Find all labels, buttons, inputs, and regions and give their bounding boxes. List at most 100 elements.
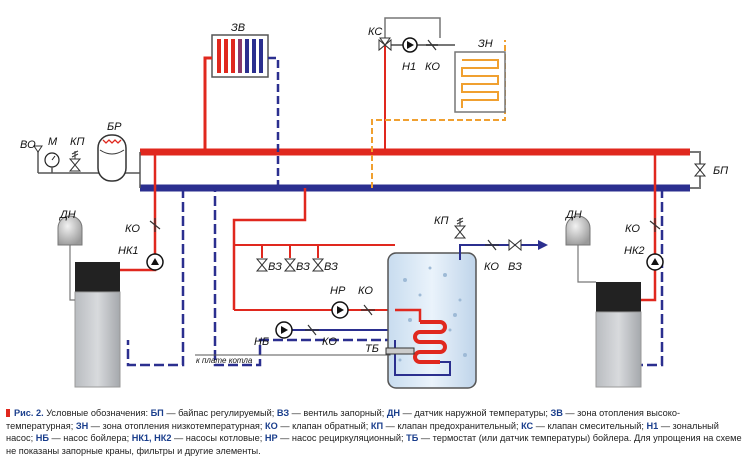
air-vent-icon — [33, 145, 43, 173]
legend-abbr: ЗВ — [550, 408, 563, 418]
tank-coil-in — [395, 308, 422, 322]
tank-coil-out — [394, 340, 451, 376]
label-dn-right: ДН — [564, 209, 582, 221]
radiator-icon — [211, 34, 269, 78]
legend-abbr: БП — [150, 408, 164, 418]
legend-abbr: КО — [265, 420, 278, 431]
legend-abbr: Н1 — [646, 420, 659, 431]
outdoor-sensor-left-icon — [57, 215, 83, 301]
outdoor-sensor-right-icon — [565, 215, 596, 283]
label-kp-right: КП — [434, 215, 448, 227]
label-ko-left: КО — [125, 223, 140, 235]
dhw-coil-return — [213, 188, 395, 367]
legend-text: — байпас регулируемый; — [163, 408, 277, 418]
label-bp: БП — [713, 165, 728, 177]
label-n1: Н1 — [402, 61, 416, 73]
caption-marker — [6, 409, 10, 417]
legend-text: — зона отопления высоко­температурная; — [6, 408, 680, 431]
shutoff-valve-inlet-icon — [508, 238, 522, 252]
label-dn-left: ДН — [58, 209, 76, 221]
label-nk2: НК2 — [624, 245, 645, 257]
label-vz-2: ВЗ — [296, 261, 310, 273]
right-boiler-icon — [595, 282, 642, 388]
safety-valve-tank-icon — [453, 217, 467, 239]
legend-abbr: ВЗ — [276, 408, 290, 418]
mixing-valve-icon — [378, 37, 392, 52]
shutoff-valve-1-icon — [255, 245, 269, 272]
label-ko-right: КО — [625, 223, 640, 235]
label-br: БР — [107, 121, 122, 133]
legend-abbr: ТБ — [406, 433, 419, 444]
check-valve-icon — [149, 218, 161, 232]
legend-abbr: КС — [521, 420, 534, 431]
right-boiler-supply — [640, 152, 657, 302]
legend-text: — зона отопления низкотемпературная; — [88, 420, 266, 431]
label-nb: НБ — [254, 336, 269, 348]
legend-text: — зональный насос; — [6, 420, 719, 444]
legend-text: — насос бойлера; — [48, 433, 132, 444]
label-tb: ТБ — [365, 343, 379, 355]
label-ko-nr: КО — [358, 285, 373, 297]
check-valve-icon — [426, 39, 438, 51]
legend-text: — термостат (или датчик температуры) бой… — [418, 433, 634, 444]
thermostat-icon — [385, 347, 415, 355]
label-ks: КС — [368, 26, 382, 38]
label-ko-inlet: КО — [484, 261, 499, 273]
bypass-pipe — [690, 151, 701, 189]
dhw-tank-icon — [387, 252, 477, 389]
check-valve-icon — [305, 324, 319, 336]
caption-figure-number: Рис. 2. — [14, 408, 44, 418]
label-vo: ВО — [20, 139, 36, 151]
legend-abbr: ЗН — [75, 420, 89, 431]
legend-text: — вентиль запорный; — [289, 408, 387, 418]
label-vz-3: ВЗ — [324, 261, 338, 273]
legend-abbr: ДН — [386, 408, 401, 418]
boiler-pump-2-icon — [646, 253, 664, 271]
label-nr: НР — [330, 285, 346, 297]
label-nk1: НК1 — [118, 245, 139, 257]
label-boiler-board: к плате котла — [196, 356, 253, 365]
label-m: М — [48, 136, 58, 148]
boiler-pump-dhw-icon — [275, 321, 293, 339]
expansion-tank-icon — [97, 134, 127, 182]
boiler-board-line — [195, 352, 391, 356]
label-vz-inlet: ВЗ — [508, 261, 522, 273]
label-kp-left: КП — [70, 136, 84, 148]
caption-note: Для упрощения на схеме не показаны запор… — [6, 433, 742, 456]
cold-water-arrow-icon — [538, 240, 548, 250]
legend-abbr: НК1, НК2 — [131, 433, 172, 444]
legend-text: — насосы котловые; — [171, 433, 265, 444]
legend-text: — клапан предохранительный; — [383, 420, 522, 431]
legend-abbr: КП — [370, 420, 384, 431]
check-valve-icon — [485, 239, 499, 251]
bypass-valve-icon — [693, 163, 707, 177]
left-boiler-icon — [74, 262, 121, 388]
figure-caption: Рис. 2. Условные обозначения: БП — байпа… — [6, 407, 742, 457]
check-valve-icon — [361, 304, 375, 316]
caption-intro: Условные обозначения: — [43, 408, 151, 418]
label-zv: ЗВ — [231, 22, 245, 34]
legend-text: — клапан обратный; — [277, 420, 371, 431]
floor-coil-icon — [454, 51, 506, 113]
legend-text: — датчик наружной температуры; — [400, 408, 551, 418]
caption-legend: БП — байпас регулируемый; ВЗ — вентиль з… — [6, 408, 719, 443]
zv-return-pipe — [268, 56, 280, 188]
label-vz-1: ВЗ — [268, 261, 282, 273]
legend-text: — насос рециркуляционный; — [277, 433, 407, 444]
dhw-supply-pipe — [232, 188, 307, 310]
legend-abbr: НБ — [35, 433, 49, 444]
legend-text: — клапан смесительный; — [533, 420, 647, 431]
label-ko-nb: КО — [322, 336, 337, 348]
legend-abbr: НР — [264, 433, 278, 444]
shutoff-valve-2-icon — [283, 245, 297, 272]
shutoff-valve-3-icon — [311, 245, 325, 272]
left-boiler-return — [126, 188, 185, 367]
label-zn: ЗН — [478, 38, 493, 50]
heating-scheme-diagram: ЗВ КС ЗН Н1 КО ВО М КП БР БП ДН КО НК1 Д… — [20, 17, 728, 389]
zv-supply-pipe — [203, 56, 212, 152]
check-valve-icon — [649, 218, 661, 232]
pressure-gauge-icon — [44, 152, 60, 173]
zone-pump-icon — [402, 37, 418, 53]
zn-mix-line — [384, 17, 441, 45]
recirc-pump-icon — [331, 301, 349, 319]
